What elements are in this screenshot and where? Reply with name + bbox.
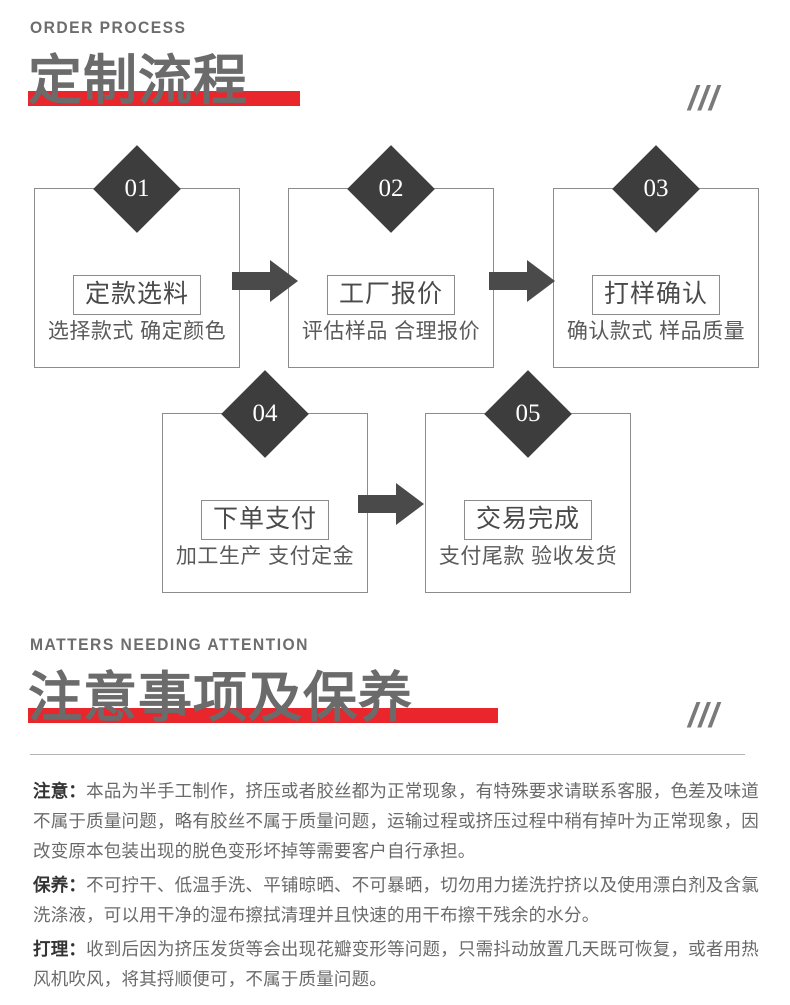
flow-step-03: 03 打样确认 确认款式 样品质量 xyxy=(553,145,759,368)
flow-step-04: 04 下单支付 加工生产 支付定金 xyxy=(162,370,368,593)
order-process-slashes-decoration: /// xyxy=(688,80,720,118)
step-label-01: 定款选料 xyxy=(72,275,202,315)
step-label-02: 工厂报价 xyxy=(326,275,456,315)
flow-step-05: 05 交易完成 支付尾款 验收发货 xyxy=(425,370,631,593)
flow-step-01: 01 定款选料 选择款式 确定颜色 xyxy=(34,145,240,368)
step-label-04: 下单支付 xyxy=(200,500,330,540)
step-number-diamond-icon xyxy=(612,145,700,233)
note-text-care: 不可拧干、低温手洗、平铺晾晒、不可暴晒，切勿用力搓洗拧挤以及使用漂白剂及含氯洗涤… xyxy=(33,875,759,925)
attention-divider xyxy=(30,754,745,755)
step-number-diamond-icon xyxy=(93,145,181,233)
attention-eyebrow: MATTERS NEEDING ATTENTION xyxy=(30,635,309,654)
flow-arrow-04-to-05 xyxy=(358,483,424,525)
note-text-attention: 本品为半手工制作，挤压或者胶丝都为正常现象，有特殊要求请联系客服，色差及味道不属… xyxy=(33,781,759,861)
order-process-title-wrap: 定制流程 xyxy=(28,50,300,112)
order-process-eyebrow: ORDER PROCESS xyxy=(30,18,187,37)
step-caption-03: 确认款式 样品质量 xyxy=(566,320,746,343)
order-process-title: 定制流程 xyxy=(28,51,248,111)
attention-title-underline-bar xyxy=(28,708,498,723)
step-caption-02: 评估样品 合理报价 xyxy=(301,320,481,343)
attention-title-wrap: 注意事项及保养 xyxy=(28,667,498,729)
flow-arrow-02-to-03 xyxy=(489,260,555,302)
attention-notes: 注意：本品为半手工制作，挤压或者胶丝都为正常现象，有特殊要求请联系客服，色差及味… xyxy=(33,776,759,998)
step-label-05: 交易完成 xyxy=(463,500,593,540)
step-caption-05: 支付尾款 验收发货 xyxy=(438,545,618,568)
note-item: 注意：本品为半手工制作，挤压或者胶丝都为正常现象，有特殊要求请联系客服，色差及味… xyxy=(33,776,759,866)
step-number-diamond-icon xyxy=(484,370,572,458)
attention-title: 注意事项及保养 xyxy=(28,668,413,728)
flow-arrow-01-to-02 xyxy=(232,260,298,302)
note-label-attention: 注意： xyxy=(33,781,87,801)
flow-step-02: 02 工厂报价 评估样品 合理报价 xyxy=(288,145,494,368)
step-number-diamond-icon xyxy=(347,145,435,233)
note-label-handling: 打理： xyxy=(33,939,87,959)
step-caption-04: 加工生产 支付定金 xyxy=(175,545,355,568)
order-process-title-underline-bar xyxy=(28,91,300,106)
note-label-care: 保养： xyxy=(33,875,87,895)
step-number-diamond-icon xyxy=(221,370,309,458)
attention-slashes-decoration: /// xyxy=(688,697,720,735)
note-item: 保养：不可拧干、低温手洗、平铺晾晒、不可暴晒，切勿用力搓洗拧挤以及使用漂白剂及含… xyxy=(33,870,759,930)
step-caption-01: 选择款式 确定颜色 xyxy=(47,320,227,343)
note-text-handling: 收到后因为挤压发货等会出现花瓣变形等问题，只需抖动放置几天既可恢复，或者用热风机… xyxy=(33,939,759,989)
step-label-03: 打样确认 xyxy=(591,275,721,315)
note-item: 打理：收到后因为挤压发货等会出现花瓣变形等问题，只需抖动放置几天既可恢复，或者用… xyxy=(33,934,759,994)
